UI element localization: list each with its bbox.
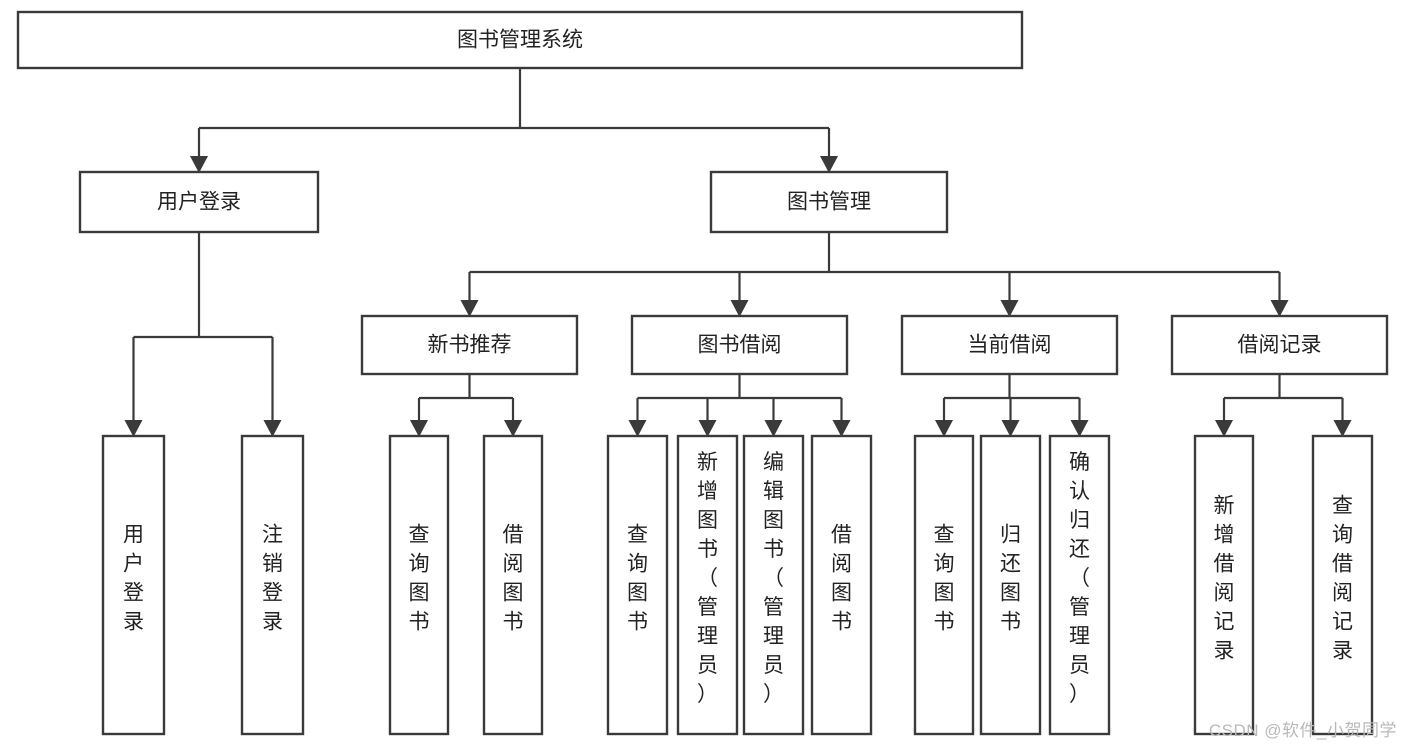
arrow-head-icon <box>935 420 953 437</box>
node-label-new-book-recommend: 新书推荐 <box>428 334 512 357</box>
node-label-current-borrow: 当前借阅 <box>968 334 1052 357</box>
node-label-leaf-add-book: 新增图书（管理员） <box>697 451 718 706</box>
arrow-head-icon <box>410 420 428 437</box>
node-box-leaf-borrow-book-bb <box>810 434 873 736</box>
arrow-head-icon <box>124 420 143 437</box>
node-leaf-user-login[interactable]: 用户登录 <box>101 434 166 736</box>
node-label-leaf-borrow-book-bb: 借阅图书 <box>831 524 852 634</box>
arrow-head-icon <box>504 420 522 437</box>
connector-group-new-book-recommend <box>410 374 522 437</box>
connector-group-book-manage <box>460 232 1289 317</box>
node-box-leaf-logout <box>240 434 305 736</box>
node-label-book-borrow: 图书借阅 <box>698 334 782 357</box>
node-box-book-borrow <box>630 314 849 376</box>
node-box-current-borrow <box>900 314 1119 376</box>
node-leaf-query-book-bb[interactable]: 查询图书 <box>606 434 669 736</box>
node-label-leaf-logout: 注销登录 <box>262 524 283 634</box>
node-label-leaf-add-record: 新增借阅记录 <box>1214 495 1235 663</box>
node-label-book-manage: 图书管理 <box>787 191 871 214</box>
node-new-book-recommend[interactable]: 新书推荐 <box>360 314 579 376</box>
node-label-leaf-query-record: 查询借阅记录 <box>1332 495 1353 663</box>
node-label-user-login: 用户登录 <box>157 191 241 214</box>
arrow-head-icon <box>1001 420 1020 437</box>
node-label-leaf-return-book: 归还图书 <box>1000 524 1021 634</box>
arrow-head-icon <box>1270 300 1289 317</box>
arrow-head-icon <box>628 420 647 437</box>
node-label-leaf-borrow-book-nbr: 借阅图书 <box>503 524 524 634</box>
arrow-head-icon <box>1333 420 1352 437</box>
connector-group-current-borrow <box>935 374 1089 437</box>
node-box-leaf-return-book <box>979 434 1042 736</box>
node-leaf-query-book-cb[interactable]: 查询图书 <box>913 434 975 736</box>
node-current-borrow[interactable]: 当前借阅 <box>900 314 1119 376</box>
node-leaf-borrow-book-nbr[interactable]: 借阅图书 <box>482 434 544 736</box>
node-borrow-record[interactable]: 借阅记录 <box>1170 314 1389 376</box>
node-box-leaf-query-book-nbr <box>388 434 450 736</box>
connector-group-root <box>190 68 838 173</box>
arrow-head-icon <box>190 156 208 173</box>
node-leaf-add-book[interactable]: 新增图书（管理员） <box>676 434 739 736</box>
node-leaf-query-book-nbr[interactable]: 查询图书 <box>388 434 450 736</box>
arrow-head-icon <box>764 420 783 437</box>
node-box-leaf-query-record <box>1311 434 1374 736</box>
node-box-leaf-query-book-bb <box>606 434 669 736</box>
node-label-leaf-query-book-bb: 查询图书 <box>627 524 648 634</box>
node-user-login[interactable]: 用户登录 <box>78 170 320 234</box>
connector-group-borrow-record <box>1215 374 1352 437</box>
node-box-leaf-user-login <box>101 434 166 736</box>
node-leaf-query-record[interactable]: 查询借阅记录 <box>1311 434 1374 736</box>
node-leaf-return-book[interactable]: 归还图书 <box>979 434 1042 736</box>
node-box-leaf-confirm-return <box>1048 434 1111 736</box>
node-box-user-login <box>78 170 320 234</box>
node-box-borrow-record <box>1170 314 1389 376</box>
arrow-head-icon <box>832 420 851 437</box>
node-leaf-borrow-book-bb[interactable]: 借阅图书 <box>810 434 873 736</box>
node-label-leaf-user-login: 用户登录 <box>123 524 144 634</box>
node-box-book-manage <box>709 170 949 234</box>
node-book-manage[interactable]: 图书管理 <box>709 170 949 234</box>
node-leaf-confirm-return[interactable]: 确认归还（管理员） <box>1048 434 1111 736</box>
node-root[interactable]: 图书管理系统 <box>16 10 1024 70</box>
arrow-head-icon <box>730 300 749 317</box>
arrow-head-icon <box>820 156 838 173</box>
arrow-head-icon <box>460 300 479 317</box>
node-box-root <box>16 10 1024 70</box>
node-box-leaf-edit-book <box>742 434 805 736</box>
arrow-head-icon <box>1070 420 1089 437</box>
arrow-head-icon <box>698 420 717 437</box>
node-box-leaf-add-book <box>676 434 739 736</box>
node-book-borrow[interactable]: 图书借阅 <box>630 314 849 376</box>
connector-group-book-borrow <box>628 374 851 437</box>
connector-edges-layer <box>124 68 1352 437</box>
node-label-root: 图书管理系统 <box>457 29 583 52</box>
node-label-borrow-record: 借阅记录 <box>1238 334 1322 357</box>
node-leaf-edit-book[interactable]: 编辑图书（管理员） <box>742 434 805 736</box>
node-leaf-logout[interactable]: 注销登录 <box>240 434 305 736</box>
node-box-leaf-borrow-book-nbr <box>482 434 544 736</box>
node-box-new-book-recommend <box>360 314 579 376</box>
arrow-head-icon <box>1000 300 1019 317</box>
arrow-head-icon <box>1215 420 1233 437</box>
connector-group-user-login <box>124 232 282 437</box>
node-label-leaf-edit-book: 编辑图书（管理员） <box>763 451 784 706</box>
node-label-leaf-query-book-cb: 查询图书 <box>934 524 955 634</box>
node-label-leaf-confirm-return: 确认归还（管理员） <box>1069 451 1090 706</box>
node-label-leaf-query-book-nbr: 查询图书 <box>409 524 430 634</box>
nodes-layer: 图书管理系统用户登录图书管理新书推荐图书借阅当前借阅借阅记录用户登录注销登录查询… <box>16 10 1389 736</box>
node-box-leaf-add-record <box>1193 434 1255 736</box>
node-leaf-add-record[interactable]: 新增借阅记录 <box>1193 434 1255 736</box>
node-box-leaf-query-book-cb <box>913 434 975 736</box>
arrow-head-icon <box>263 420 282 437</box>
